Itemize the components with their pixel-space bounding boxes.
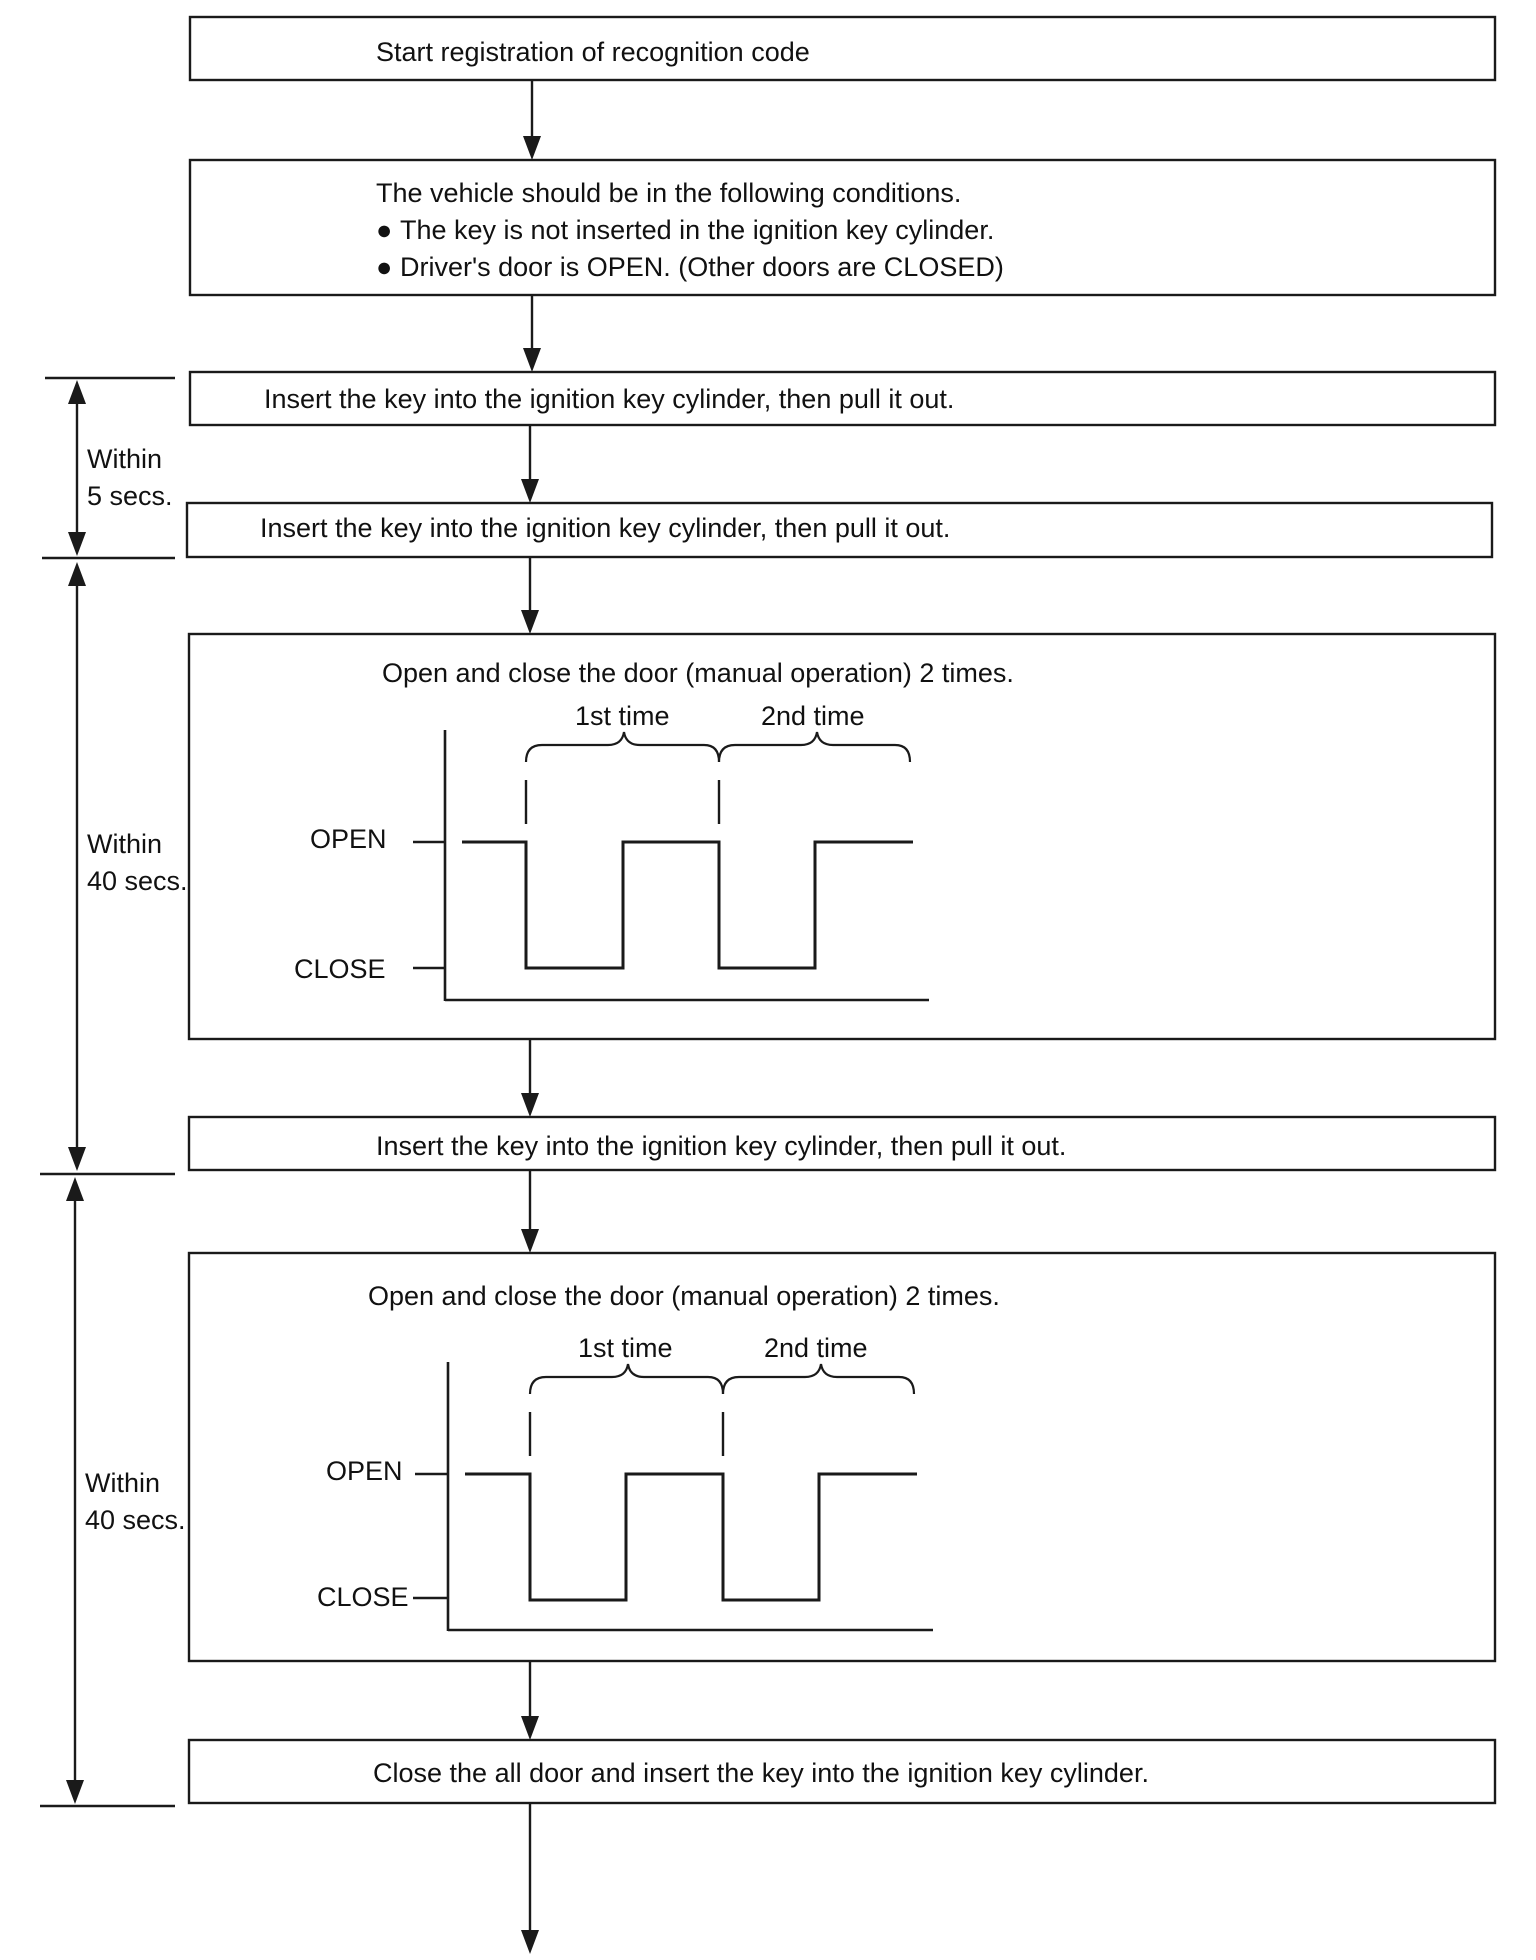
insert-key-text-2: Insert the key into the ignition key cyl…: [260, 513, 950, 543]
flow-arrow-7: [521, 1661, 539, 1740]
timing-label-bg-2: [84, 818, 187, 898]
flow-arrow-1: [523, 80, 541, 160]
door-timing-chart-2: OPEN CLOSE 1st time 2nd time: [317, 1333, 933, 1632]
start-registration-text: Start registration of recognition code: [376, 37, 810, 67]
timing-arrow-40-secs-2: [66, 1177, 84, 1804]
door-cycle-box-2: [187, 1251, 1497, 1663]
chart-2-first-time-label: 1st time: [578, 1333, 673, 1363]
chart-1-close-label: CLOSE: [294, 954, 386, 984]
flow-arrow-4: [521, 557, 539, 634]
timing-label-40-secs-2-line2: 40 secs.: [85, 1505, 186, 1535]
door-cycle-box-1: [187, 632, 1497, 1041]
insert-key-box-1: [188, 370, 1497, 427]
chart-1-second-time-label: 2nd time: [761, 701, 865, 731]
flow-arrow-8: [521, 1803, 539, 1954]
chart-1-brace-1st: [524, 731, 721, 763]
timing-label-5-secs-line2: 5 secs.: [87, 481, 173, 511]
chart-2-close-label: CLOSE: [317, 1582, 409, 1612]
insert-key-text-1: Insert the key into the ignition key cyl…: [264, 384, 954, 414]
chart-2-open-label: OPEN: [326, 1456, 403, 1486]
timing-label-40-secs-1-line2: 40 secs.: [87, 866, 188, 896]
timing-label-5-secs-line1: Within: [87, 444, 162, 474]
chart-2-brace-1st: [528, 1363, 725, 1395]
insert-key-text-3: Insert the key into the ignition key cyl…: [376, 1131, 1066, 1161]
condition-bullet-1: ●: [376, 215, 392, 245]
flow-arrow-3: [521, 425, 539, 503]
chart-2-second-time-label: 2nd time: [764, 1333, 868, 1363]
chart-1-first-time-label: 1st time: [575, 701, 670, 731]
insert-key-box-3: [187, 1115, 1497, 1172]
chart-2-brace-2nd: [721, 1363, 916, 1395]
final-step-box: [187, 1738, 1497, 1805]
flow-arrow-2: [523, 295, 541, 372]
timing-arrow-5-secs: [68, 380, 86, 556]
timing-label-40-secs-1-line1: Within: [87, 829, 162, 859]
chart-1-door-waveform: [462, 840, 913, 970]
conditions-box: [188, 158, 1497, 297]
flow-arrow-5: [521, 1039, 539, 1117]
condition-bullet-2: ●: [376, 252, 392, 282]
flow-arrow-6: [521, 1170, 539, 1253]
condition-text-1: The key is not inserted in the ignition …: [400, 215, 994, 245]
condition-text-2: Driver's door is OPEN. (Other doors are …: [400, 252, 1004, 282]
door-timing-chart-1: OPEN CLOSE 1st time 2nd time: [294, 701, 929, 1002]
timing-label-bg-1: [84, 432, 184, 512]
chart-1-open-label: OPEN: [310, 824, 387, 854]
timing-arrow-40-secs-1: [68, 562, 86, 1171]
chart-1-brace-2nd: [717, 731, 912, 763]
timing-label-bg-3: [82, 1457, 187, 1537]
conditions-heading: The vehicle should be in the following c…: [376, 178, 961, 208]
insert-key-box-2: [185, 501, 1494, 559]
chart-2-door-waveform: [465, 1472, 917, 1602]
door-cycle-text-2: Open and close the door (manual operatio…: [368, 1281, 1000, 1311]
final-step-text: Close the all door and insert the key in…: [373, 1758, 1149, 1788]
timing-label-40-secs-2-line1: Within: [85, 1468, 160, 1498]
door-cycle-text-1: Open and close the door (manual operatio…: [382, 658, 1014, 688]
start-registration-box: [188, 15, 1497, 82]
